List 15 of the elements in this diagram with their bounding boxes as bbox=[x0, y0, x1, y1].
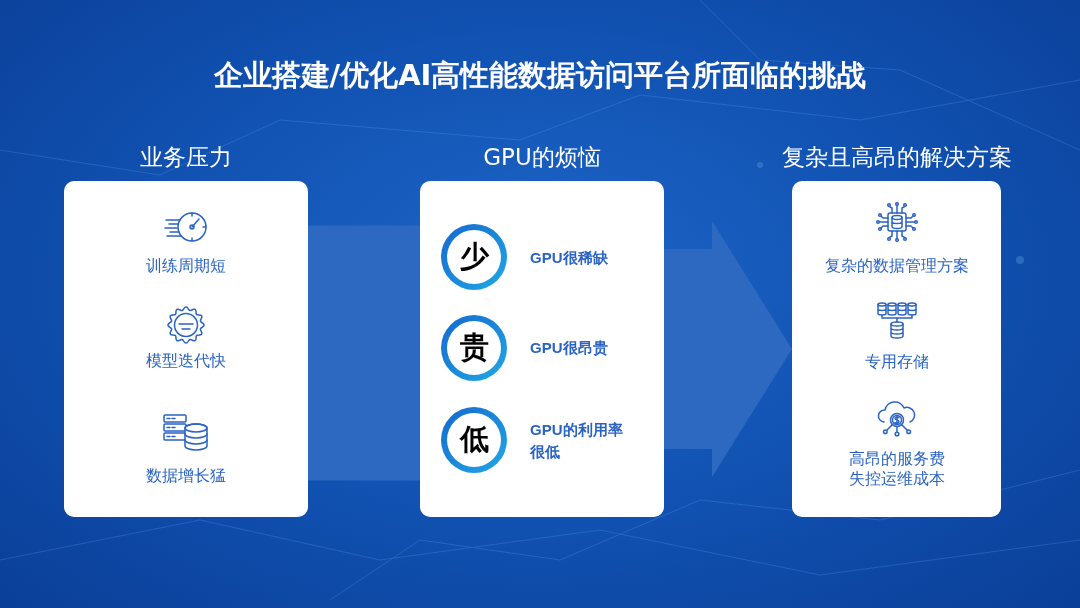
item-label: GPU很稀缺 bbox=[530, 248, 608, 268]
item-label: 高昂的服务费 bbox=[848, 449, 945, 469]
panel-heading: 复杂且高昂的解决方案 bbox=[781, 143, 1012, 171]
item-label: 数据增长猛 bbox=[146, 466, 226, 486]
item-label: 训练周期短 bbox=[146, 256, 226, 276]
item-label: 模型迭代快 bbox=[146, 351, 226, 371]
item-label: 失控运维成本 bbox=[848, 469, 945, 489]
item-label: 复杂的数据管理方案 bbox=[824, 256, 969, 276]
title: 企业搭建/优化AI高性能数据访问平台所面临的挑战 bbox=[213, 57, 867, 94]
item-label: GPU的利用率很低 bbox=[530, 420, 624, 462]
item-label: 专用存储 bbox=[864, 352, 929, 372]
panel-heading: GPU的烦恼 bbox=[483, 143, 601, 171]
block-arrow bbox=[664, 221, 792, 477]
item-label: GPU很昂贵 bbox=[530, 338, 608, 358]
panel-heading: 业务压力 bbox=[140, 143, 232, 171]
